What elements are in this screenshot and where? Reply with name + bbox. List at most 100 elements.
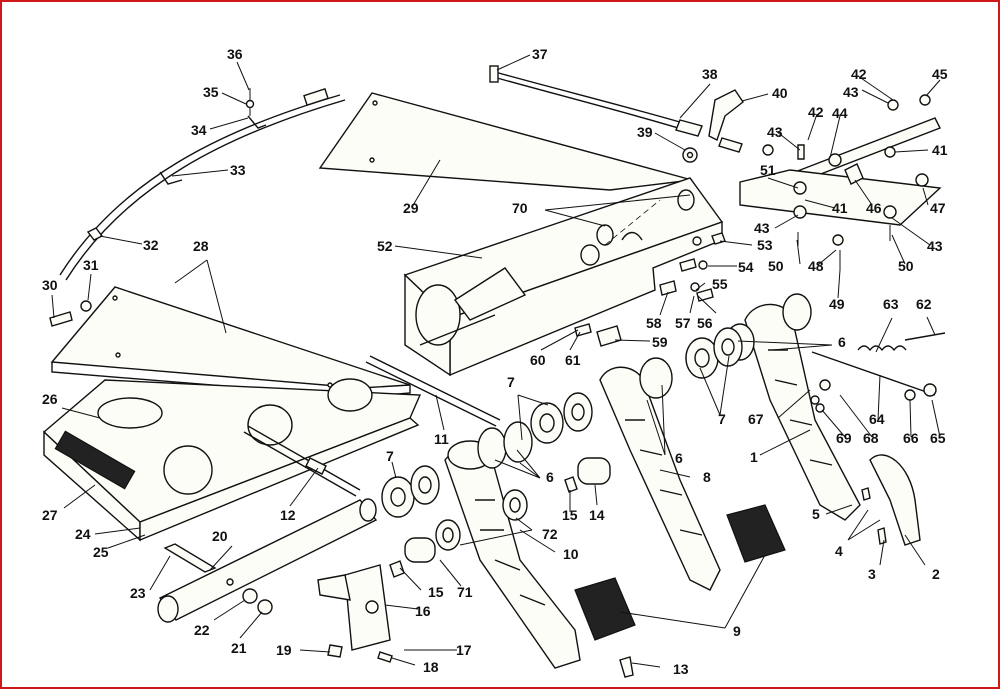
callout-27: 27 [42, 507, 58, 523]
upper-bracket [739, 94, 942, 270]
callout-64: 64 [869, 411, 885, 427]
callout-61: 61 [565, 352, 581, 368]
callout-37: 37 [532, 46, 548, 62]
callout-4: 4 [835, 543, 843, 559]
callout-51: 51 [760, 162, 776, 178]
callout-66: 66 [903, 430, 919, 446]
pedal-10 [444, 421, 581, 669]
callout-50a: 50 [768, 258, 784, 274]
washers [381, 327, 743, 563]
callout-23: 23 [130, 585, 146, 601]
callout-42b: 42 [851, 66, 867, 82]
callout-30: 30 [42, 277, 58, 293]
callout-46: 46 [866, 200, 882, 216]
callout-29: 29 [403, 200, 419, 216]
callout-35: 35 [203, 84, 219, 100]
cable-assembly [59, 87, 346, 281]
callout-16: 16 [415, 603, 431, 619]
threaded-rods [243, 355, 501, 497]
linkage-rod [810, 332, 946, 413]
callout-36: 36 [227, 46, 243, 62]
callout-24: 24 [75, 526, 91, 542]
callout-43d: 43 [927, 238, 943, 254]
callout-13: 13 [673, 661, 689, 677]
callout-69: 69 [836, 430, 852, 446]
callout-38: 38 [702, 66, 718, 82]
callout-41a: 41 [932, 142, 948, 158]
callout-41b: 41 [832, 200, 848, 216]
callout-25: 25 [93, 544, 109, 560]
callout-32: 32 [143, 237, 159, 253]
callout-15a: 15 [562, 507, 578, 523]
callout-28: 28 [193, 238, 209, 254]
callout-63: 63 [883, 296, 899, 312]
callout-5: 5 [812, 506, 820, 522]
callout-52: 52 [377, 238, 393, 254]
callout-12: 12 [280, 507, 296, 523]
callout-57: 57 [675, 315, 691, 331]
callout-71: 71 [457, 584, 473, 600]
callout-48: 48 [808, 258, 824, 274]
callout-47: 47 [930, 200, 946, 216]
callout-14: 14 [589, 507, 605, 523]
callout-17: 17 [456, 642, 472, 658]
top-panel [318, 92, 693, 191]
callout-20: 20 [212, 528, 228, 544]
callout-43b: 43 [767, 124, 783, 140]
leader-lines [51, 54, 941, 668]
callout-18: 18 [423, 659, 439, 675]
callout-43c: 43 [754, 220, 770, 236]
callout-22: 22 [194, 622, 210, 638]
callout-15b: 15 [428, 584, 444, 600]
callout-39: 39 [637, 124, 653, 140]
callout-31: 31 [83, 257, 99, 273]
callout-70: 70 [512, 200, 528, 216]
callout-10: 10 [563, 546, 579, 562]
mount-bracket [317, 564, 393, 663]
callout-21: 21 [231, 640, 247, 656]
callout-54: 54 [738, 259, 754, 275]
callout-6a: 6 [838, 334, 846, 350]
callout-62: 62 [916, 296, 932, 312]
callout-50b: 50 [898, 258, 914, 274]
callout-58: 58 [646, 315, 662, 331]
callout-43a: 43 [843, 84, 859, 100]
callout-6b: 6 [675, 450, 683, 466]
throttle-cable [489, 65, 774, 163]
callout-44: 44 [832, 105, 848, 121]
callout-42a: 42 [808, 104, 824, 120]
callout-11: 11 [434, 431, 449, 447]
callout-59: 59 [652, 334, 668, 350]
callout-26: 26 [42, 391, 58, 407]
callout-1: 1 [750, 449, 758, 465]
pedal-1 [725, 293, 861, 521]
side-bracket [50, 286, 411, 398]
callout-8: 8 [703, 469, 711, 485]
callout-2: 2 [932, 566, 940, 582]
pedal-pads [574, 454, 921, 641]
callout-72: 72 [542, 526, 558, 542]
callout-3: 3 [868, 566, 876, 582]
callout-7b: 7 [507, 374, 515, 390]
callout-6c: 6 [546, 469, 554, 485]
callout-56: 56 [697, 315, 713, 331]
callout-40: 40 [772, 85, 788, 101]
lower-box [42, 378, 422, 542]
pivot-shaft [157, 498, 378, 623]
callout-67: 67 [748, 411, 764, 427]
callout-45: 45 [932, 66, 948, 82]
fasteners [49, 232, 887, 678]
callout-65: 65 [930, 430, 946, 446]
callout-68: 68 [863, 430, 879, 446]
callout-33: 33 [230, 162, 246, 178]
callout-55: 55 [712, 276, 728, 292]
pedal-housing [403, 177, 724, 377]
callout-7c: 7 [386, 448, 394, 464]
callout-49: 49 [829, 296, 845, 312]
callout-labels: 1 2 3 4 5 6 6 6 7 7 7 8 9 10 11 12 13 14… [42, 46, 948, 677]
callout-60: 60 [530, 352, 546, 368]
callout-53: 53 [757, 237, 773, 253]
callout-9: 9 [733, 623, 741, 639]
